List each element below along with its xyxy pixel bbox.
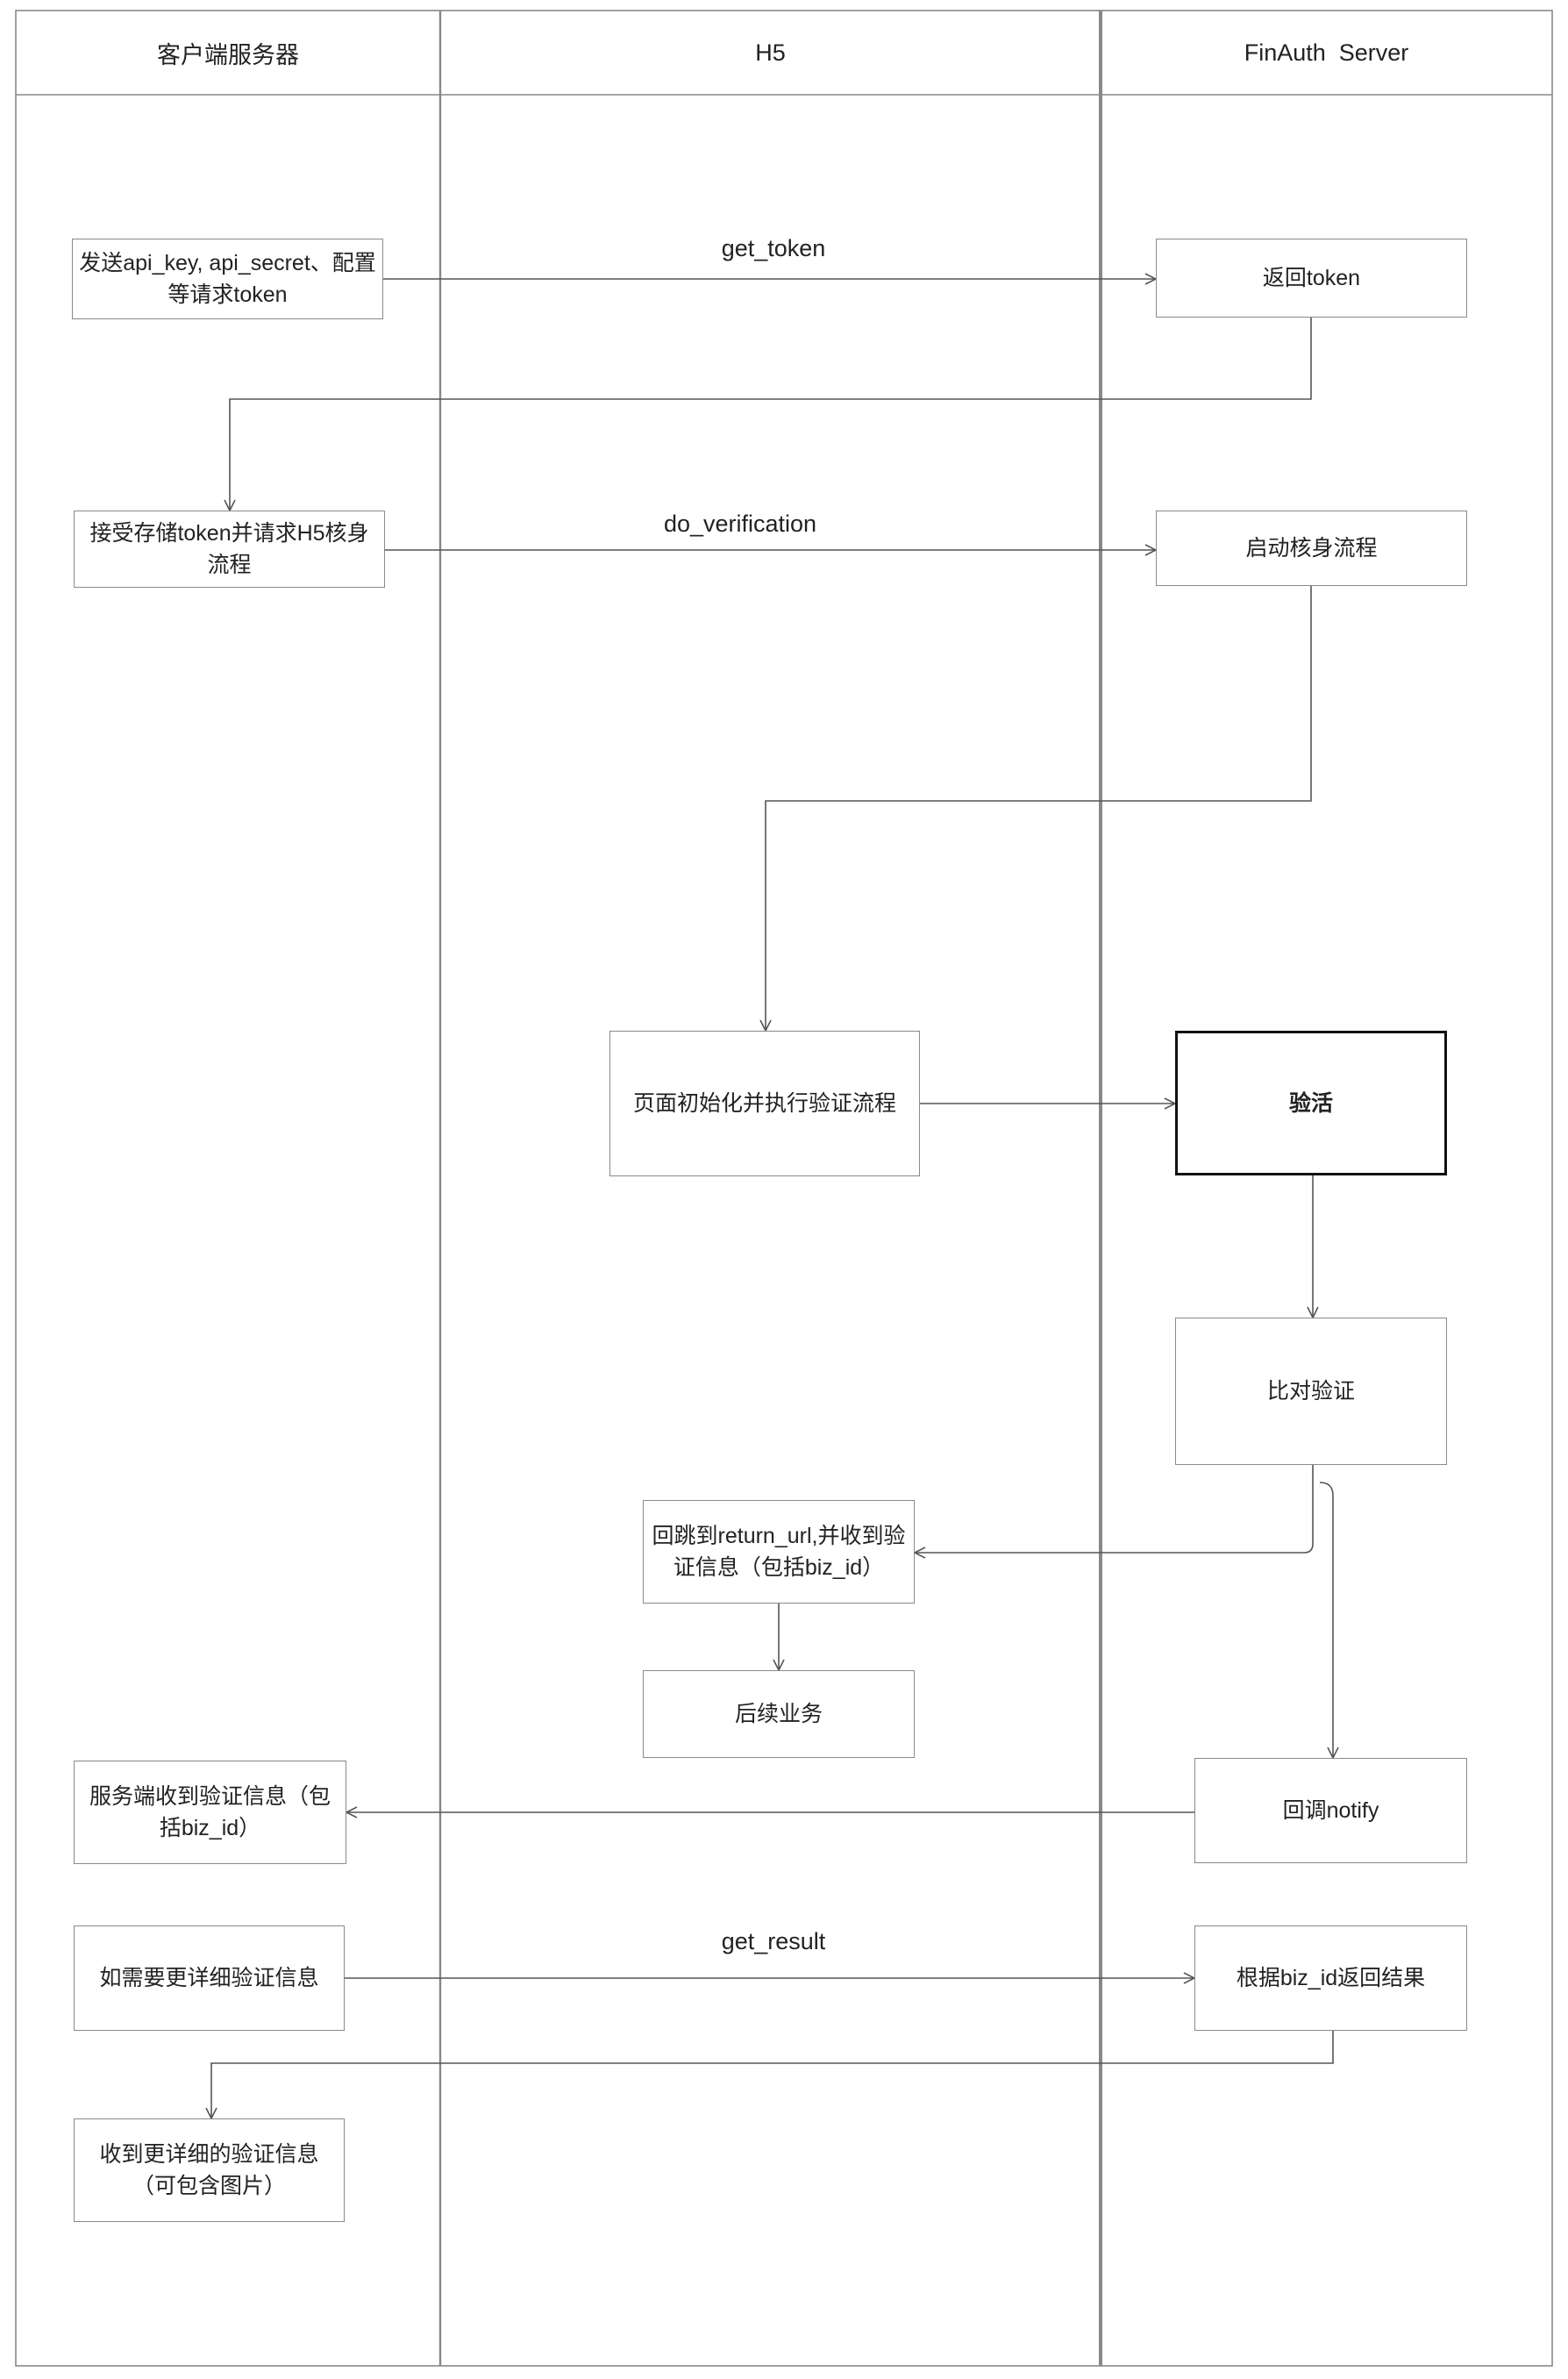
node-client-receive-info: 服务端收到验证信息（包括biz_id） [74, 1761, 346, 1864]
lane-title-server: FinAuth Server [1244, 39, 1409, 66]
node-store-token: 接受存储token并请求H5核身流程 [74, 511, 385, 588]
arrow-start-to-page [766, 586, 1312, 1031]
node-redirect-return-url: 回跳到return_url,并收到验证信息（包括biz_id） [643, 1500, 915, 1604]
lane-title-client: 客户端服务器 [157, 41, 299, 68]
arrow-compare-to-redirect [915, 1465, 1314, 1553]
node-return-token: 返回token [1156, 239, 1467, 318]
node-detail-received: 收到更详细的验证信息（可包含图片） [74, 2118, 345, 2222]
node-notify-callback: 回调notify [1194, 1758, 1467, 1863]
node-start-verification: 启动核身流程 [1156, 511, 1467, 586]
node-compare: 比对验证 [1175, 1318, 1447, 1465]
arrow-compare-to-notify [1319, 1482, 1333, 1758]
label-do-verification: do_verification [663, 511, 817, 537]
node-need-detail: 如需要更详细验证信息 [74, 1925, 345, 2031]
node-return-result: 根据biz_id返回结果 [1194, 1925, 1467, 2031]
node-send-api-key: 发送api_key, api_secret、配置等请求token [72, 239, 383, 319]
node-followup-business: 后续业务 [643, 1670, 915, 1758]
label-get-token: get_token [721, 235, 826, 261]
label-get-result: get_result [721, 1928, 826, 1954]
arrow-return-token [230, 318, 1312, 511]
lane-frame [15, 10, 1553, 2367]
lane-title-h5: H5 [755, 39, 786, 66]
arrow-result-to-client [211, 2031, 1334, 2118]
node-liveness: 验活 [1175, 1031, 1447, 1175]
node-page-init: 页面初始化并执行验证流程 [609, 1031, 920, 1176]
